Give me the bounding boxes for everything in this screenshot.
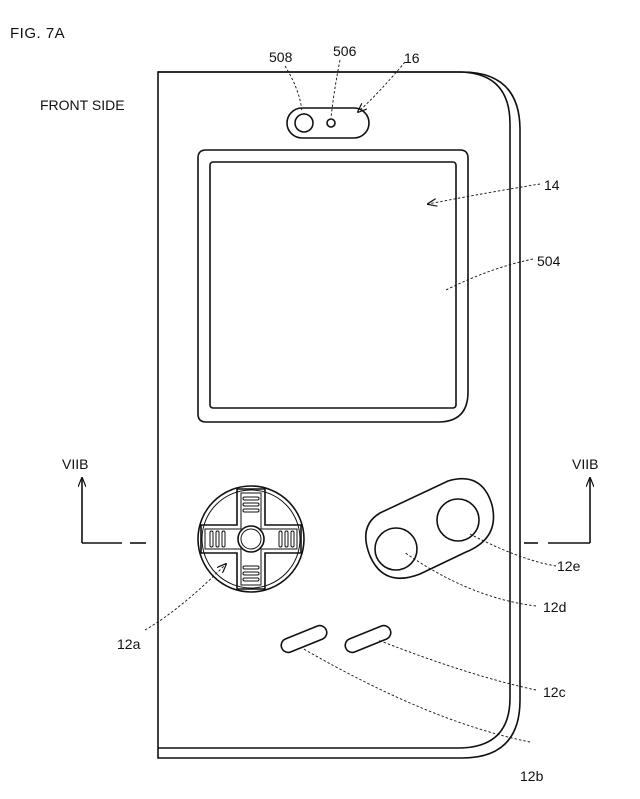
dpad-center-icon: [237, 525, 265, 553]
label-14: 14: [544, 177, 560, 193]
label-504: 504: [537, 253, 561, 269]
label-12d: 12d: [543, 599, 566, 615]
section-label-left: VIIB: [62, 456, 88, 472]
display-bezel: [197, 149, 469, 423]
camera-lens-icon: [294, 113, 314, 133]
label-506: 506: [333, 43, 357, 59]
label-12e: 12e: [557, 558, 581, 574]
sensor-dot-icon: [326, 118, 336, 128]
label-12c: 12c: [543, 684, 566, 700]
label-16: 16: [404, 50, 420, 66]
device-body: [157, 71, 521, 759]
leader-lines: [144, 59, 557, 743]
camera-housing: [286, 107, 370, 139]
figure-title: FIG. 7A: [10, 25, 65, 42]
label-12b: 12b: [520, 768, 544, 784]
label-12a: 12a: [117, 636, 141, 652]
a-button: [436, 498, 480, 542]
ab-button-cluster: [364, 477, 495, 580]
select-button: [344, 624, 392, 654]
label-508: 508: [269, 49, 293, 65]
front-side-label: FRONT SIDE: [40, 97, 125, 113]
b-button: [374, 527, 418, 571]
start-button: [280, 624, 328, 654]
section-label-right: VIIB: [572, 456, 598, 472]
section-indicator-left: [82, 478, 146, 544]
display-screen: [209, 161, 457, 409]
section-indicator-right: [524, 478, 590, 544]
dpad: [197, 485, 305, 593]
